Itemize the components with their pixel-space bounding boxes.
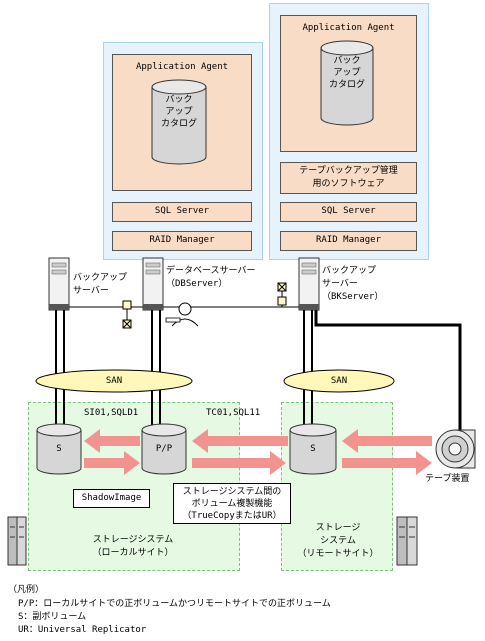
left-backup-server-icon: [48, 257, 70, 311]
copy-arrows: [84, 429, 432, 475]
pp-volume-label: P/P: [155, 444, 173, 454]
arrow-tape-to-s: [342, 429, 432, 453]
remote-storage-cabinet-icon: [396, 516, 418, 566]
db-raid-manager-box: RAID Manager: [112, 231, 252, 251]
local-storage-label-1: ストレージシステム: [92, 535, 174, 545]
db-agent-label: Application Agent: [135, 62, 229, 72]
db-catalog-line-1: バック: [165, 95, 193, 105]
local-storage-label-2: （ローカルサイト）: [92, 548, 174, 558]
remote-storage-label-1: ストレージ: [315, 523, 361, 533]
s-volume-right-label: S: [310, 444, 316, 454]
legend-title: （凡例）: [8, 585, 45, 595]
san-right-ellipse: [283, 369, 395, 393]
pair-label-local: SI01,SQLD1: [84, 408, 139, 418]
backup-catalog-line-2: アップ: [333, 68, 361, 78]
right-backup-server-label-3: （BKServer）: [322, 292, 384, 302]
remote-storage-label-2: システム: [320, 536, 356, 546]
right-backup-server-icon: [298, 257, 320, 311]
tape-software-line-1: テープバックアップ管理: [299, 166, 398, 176]
replication-line-3: （TrueCopyまたはUR）: [182, 511, 282, 521]
hub-icon: [122, 300, 132, 310]
operator-icon: [165, 302, 199, 327]
left-backup-server-label-1: バックアップ: [73, 273, 128, 283]
arrow-s-right-to-pp: [192, 429, 288, 453]
db-server-label-2: （DBServer）: [166, 279, 228, 289]
shadowimage-label: ShadowImage: [81, 493, 142, 503]
tape-software-line-2: 用のソフトウェア: [312, 179, 385, 189]
backup-sql-server-box: SQL Server: [280, 202, 417, 222]
san-right-label: SAN: [330, 376, 348, 386]
backup-catalog-line-3: カタログ: [328, 80, 365, 90]
replication-line-1: ストレージシステム間の: [182, 487, 282, 497]
legend-item: UR：Universal Replicator: [18, 625, 147, 635]
db-catalog-cylinder: [151, 79, 207, 165]
shadowimage-box: ShadowImage: [73, 489, 150, 508]
backup-catalog-cylinder: [320, 40, 374, 126]
replication-function-box: ストレージシステム間の ボリューム複製機能 （TrueCopyまたはUR）: [173, 483, 291, 524]
pp-volume-cylinder: [141, 423, 187, 475]
right-backup-server-label-2: サーバー: [322, 279, 358, 289]
arrow-s-to-tape: [342, 451, 432, 475]
db-catalog-line-2: アップ: [165, 107, 193, 117]
remote-storage-label-3: （リモートサイト）: [297, 549, 379, 559]
arrow-pp-to-s-left: [84, 429, 140, 453]
legend-item: S：副ボリューム: [18, 612, 87, 622]
s-volume-left-label: S: [56, 444, 62, 454]
replication-line-2: ボリューム複製機能: [191, 499, 273, 509]
backup-tape-software-box: テープバックアップ管理 用のソフトウェア: [280, 162, 417, 194]
tape-device-label: テープ装置: [425, 474, 470, 484]
s-volume-left-cylinder: [36, 423, 82, 475]
db-catalog-line-3: カタログ: [160, 119, 197, 129]
hub-icon: [277, 296, 287, 306]
backup-catalog-line-1: バック: [333, 56, 361, 66]
left-backup-server-label-2: サーバー: [73, 286, 109, 296]
san-left-label: SAN: [105, 376, 123, 386]
db-sql-server-box: SQL Server: [112, 202, 252, 222]
san-left-ellipse: [35, 369, 193, 393]
right-backup-server-label-1: バックアップ: [322, 266, 377, 276]
backup-raid-manager-box: RAID Manager: [280, 231, 417, 251]
tape-device-icon: [435, 429, 476, 469]
s-volume-right-cylinder: [289, 423, 337, 475]
arrow-s-left-to-pp: [84, 451, 140, 475]
legend-item: P/P：ローカルサイトでの正ボリュームかつリモートサイトでの正ボリューム: [18, 599, 331, 609]
local-storage-cabinet-icon: [7, 516, 27, 566]
db-server-icon: [142, 257, 164, 311]
pair-label-remote: TC01,SQL11: [206, 408, 261, 418]
backup-agent-label: Application Agent: [302, 23, 395, 33]
db-server-label-1: データベースサーバー: [166, 266, 256, 276]
arrow-pp-to-s-right: [192, 451, 286, 475]
